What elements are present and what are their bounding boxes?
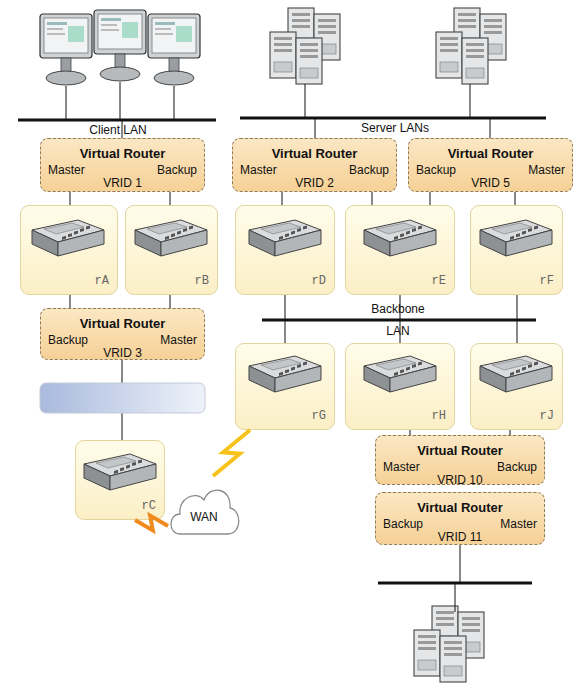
router-box: rE xyxy=(345,205,455,295)
router-name: rC xyxy=(142,499,156,513)
role-label: Backup xyxy=(416,163,456,177)
router-box: rD xyxy=(235,205,335,295)
connector-line xyxy=(515,192,516,205)
router-name: rA xyxy=(95,274,109,288)
router-name: rJ xyxy=(540,409,554,423)
virtual-router-box: Virtual RouterMaster BackupVRID 1 xyxy=(40,138,205,192)
router-title: Virtual Router xyxy=(41,147,204,161)
virtual-router-box: Virtual RouterBackup MasterVRID 3 xyxy=(40,308,205,360)
router-icon xyxy=(249,220,321,256)
router-box: rG xyxy=(235,343,335,430)
router-box: rF xyxy=(470,205,563,295)
lightning-link xyxy=(213,430,250,476)
router-icon xyxy=(364,220,436,256)
router-icon xyxy=(84,454,156,490)
vrid-label: VRID 10 xyxy=(376,473,544,487)
router-title: Virtual Router xyxy=(376,501,544,515)
router-icon xyxy=(135,220,207,256)
router-box: rB xyxy=(125,205,218,295)
router-name: rH xyxy=(432,409,446,423)
blue-band xyxy=(40,383,205,413)
role-label: Master xyxy=(48,163,85,177)
role-label: Master xyxy=(528,163,565,177)
router-name: rB xyxy=(195,274,209,288)
role-label: Backup xyxy=(383,517,423,531)
cloud-label: WAN xyxy=(168,510,240,524)
role-label: Master xyxy=(500,517,537,531)
router-name: rF xyxy=(540,274,554,288)
connector-line xyxy=(430,192,431,205)
virtual-router-box: Virtual RouterMaster BackupVRID 2 xyxy=(232,138,397,192)
router-icon xyxy=(249,356,321,392)
lan-label: Backbone xyxy=(371,302,424,316)
router-box: rH xyxy=(345,343,455,430)
lightning-link xyxy=(135,516,168,531)
role-label: Backup xyxy=(157,163,197,177)
wan-cloud: WAN xyxy=(168,476,240,546)
role-label: Master xyxy=(383,460,420,474)
lan-label: Client LAN xyxy=(89,123,146,137)
router-icon xyxy=(480,220,552,256)
connector-line xyxy=(282,192,283,205)
router-icon xyxy=(364,356,436,392)
router-title: Virtual Router xyxy=(376,444,544,458)
connector-line xyxy=(70,295,71,308)
vrid-label: VRID 11 xyxy=(376,530,544,544)
router-name: rE xyxy=(432,274,446,288)
router-title: Virtual Router xyxy=(233,147,396,161)
role-label: Master xyxy=(240,163,277,177)
lan-label: LAN xyxy=(386,324,409,338)
virtual-router-box: Virtual RouterBackup MasterVRID 5 xyxy=(408,138,573,192)
connector-line xyxy=(70,192,71,205)
router-icon xyxy=(32,220,104,256)
router-box: rA xyxy=(20,205,118,295)
vrid-label: VRID 2 xyxy=(233,176,396,190)
client-monitors xyxy=(40,10,200,85)
vrid-label: VRID 5 xyxy=(409,176,572,190)
role-label: Backup xyxy=(497,460,537,474)
role-label: Backup xyxy=(349,163,389,177)
connector-line xyxy=(410,430,411,435)
lan-label: Server LANs xyxy=(361,121,429,135)
connector-line xyxy=(372,192,373,205)
connector-line xyxy=(170,192,171,205)
router-box: rJ xyxy=(470,343,563,430)
router-icon xyxy=(480,356,552,392)
router-name: rG xyxy=(312,409,326,423)
router-title: Virtual Router xyxy=(409,147,572,161)
router-box: rC xyxy=(75,440,165,520)
vrid-label: VRID 3 xyxy=(41,346,204,360)
virtual-router-box: Virtual RouterBackup MasterVRID 11 xyxy=(375,492,545,545)
virtual-router-box: Virtual RouterMaster BackupVRID 10 xyxy=(375,435,545,485)
router-title: Virtual Router xyxy=(41,317,204,331)
router-name: rD xyxy=(312,274,326,288)
connector-line xyxy=(170,295,171,308)
role-label: Backup xyxy=(48,333,88,347)
connector-line xyxy=(510,430,511,435)
role-label: Master xyxy=(160,333,197,347)
vrid-label: VRID 1 xyxy=(41,176,204,190)
